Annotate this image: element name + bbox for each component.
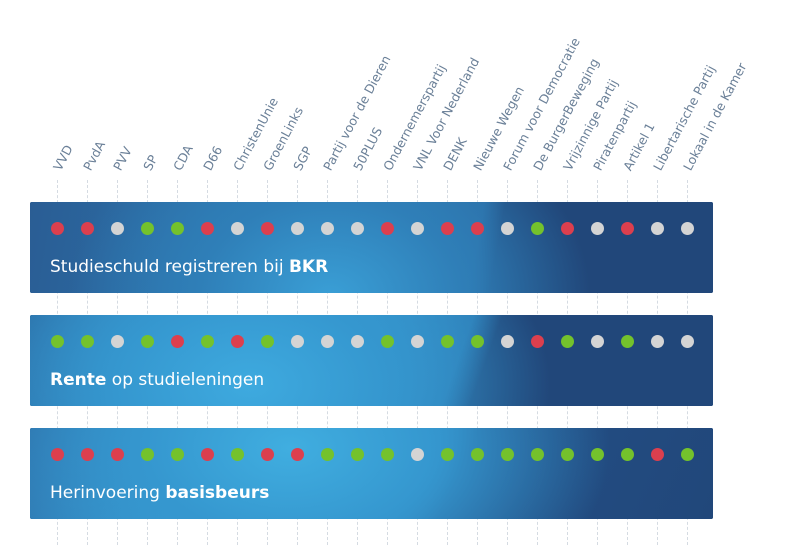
motion-title-part: basisbeurs	[165, 483, 270, 503]
vote-dot-against	[440, 222, 454, 235]
motion-title: Herinvoering basisbeurs	[50, 483, 269, 503]
vote-dot-against	[650, 448, 664, 461]
vote-dot-for	[80, 335, 94, 348]
vote-dot-for	[530, 448, 544, 461]
motion-row: Studieschuld registreren bij BKR	[30, 202, 713, 293]
party-label: PVV	[110, 144, 135, 174]
vote-dot-neutral	[320, 335, 334, 348]
vote-dot-against	[260, 222, 274, 235]
vote-dot-for	[560, 335, 574, 348]
vote-dot-against	[230, 335, 244, 348]
vote-dot-against	[530, 335, 544, 348]
motion-row: Rente op studieleningen	[30, 315, 713, 406]
vote-dot-neutral	[110, 335, 124, 348]
vote-dot-against	[560, 222, 574, 235]
vote-dot-against	[80, 222, 94, 235]
vote-dot-neutral	[410, 335, 424, 348]
vote-dot-neutral	[110, 222, 124, 235]
vote-dot-for	[380, 448, 394, 461]
vote-dot-against	[260, 448, 274, 461]
vote-dot-against	[290, 448, 304, 461]
party-label: PvdA	[80, 138, 108, 174]
vote-dot-neutral	[500, 222, 514, 235]
row-background	[30, 428, 713, 519]
vote-dot-for	[140, 335, 154, 348]
vote-dot-neutral	[410, 222, 424, 235]
vote-dot-for	[680, 448, 694, 461]
motion-title-part: Herinvoering	[50, 483, 166, 503]
party-label: SP	[140, 152, 161, 174]
vote-dot-neutral	[230, 222, 244, 235]
vote-dot-against	[80, 448, 94, 461]
vote-dot-neutral	[590, 222, 604, 235]
vote-dot-for	[170, 448, 184, 461]
vote-dot-for	[530, 222, 544, 235]
vote-dot-for	[620, 335, 634, 348]
vote-dot-for	[470, 448, 484, 461]
vote-dot-against	[620, 222, 634, 235]
vote-dot-for	[320, 448, 334, 461]
vote-dot-neutral	[590, 335, 604, 348]
vote-dot-neutral	[350, 335, 364, 348]
vote-dot-against	[470, 222, 484, 235]
party-label: D66	[200, 143, 226, 174]
vote-dot-neutral	[500, 335, 514, 348]
vote-dot-against	[200, 448, 214, 461]
vote-dot-for	[440, 448, 454, 461]
vote-dot-against	[50, 222, 64, 235]
vote-dot-for	[500, 448, 514, 461]
motion-title: Rente op studieleningen	[50, 370, 264, 390]
party-label: SGP	[290, 143, 316, 174]
vote-dot-for	[440, 335, 454, 348]
motion-title-part: Rente	[50, 370, 107, 390]
motion-title-part: Studieschuld registreren bij	[50, 257, 289, 277]
vote-dot-for	[170, 222, 184, 235]
vote-dot-for	[230, 448, 244, 461]
vote-dot-for	[50, 335, 64, 348]
vote-dot-neutral	[680, 335, 694, 348]
vote-dot-neutral	[650, 222, 664, 235]
vote-dot-against	[380, 222, 394, 235]
vote-dot-for	[560, 448, 574, 461]
vote-dot-for	[140, 448, 154, 461]
vote-dot-for	[200, 335, 214, 348]
vote-dot-for	[260, 335, 274, 348]
vote-dot-neutral	[290, 222, 304, 235]
party-label: DENK	[440, 135, 470, 174]
motion-title: Studieschuld registreren bij BKR	[50, 257, 328, 277]
vote-dot-against	[200, 222, 214, 235]
vote-dot-neutral	[320, 222, 334, 235]
vote-dot-for	[380, 335, 394, 348]
party-label: VVD	[50, 142, 76, 174]
vote-dot-for	[350, 448, 364, 461]
vote-dot-for	[590, 448, 604, 461]
vote-dot-neutral	[410, 448, 424, 461]
vote-dot-neutral	[680, 222, 694, 235]
vote-dot-for	[140, 222, 154, 235]
vote-dot-against	[110, 448, 124, 461]
vote-dot-against	[50, 448, 64, 461]
row-background	[30, 315, 713, 406]
vote-dot-neutral	[350, 222, 364, 235]
vote-dot-for	[470, 335, 484, 348]
motion-title-part: BKR	[288, 257, 329, 277]
motion-title-part: op studieleningen	[106, 370, 265, 390]
vote-dot-neutral	[290, 335, 304, 348]
party-label: CDA	[170, 142, 196, 174]
row-background	[30, 202, 713, 293]
motion-row: Herinvoering basisbeurs	[30, 428, 713, 519]
vote-dot-neutral	[650, 335, 664, 348]
vote-dot-against	[170, 335, 184, 348]
vote-dot-for	[620, 448, 634, 461]
